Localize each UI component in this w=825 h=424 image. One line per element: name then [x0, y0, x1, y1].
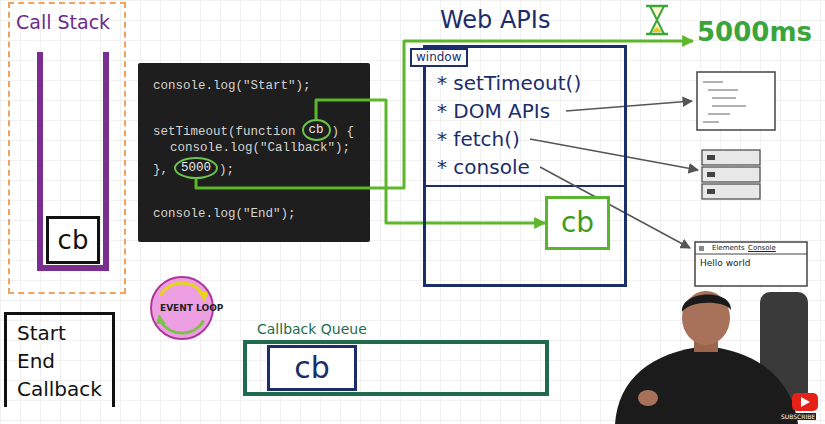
stack-frame-box: cb [46, 216, 100, 264]
tab-label: window [410, 48, 468, 67]
console-window-sketch [695, 242, 807, 286]
flow-arrow [196, 41, 693, 188]
subscribe-play [801, 397, 810, 407]
callback-label: cb [294, 351, 330, 385]
leader-line [530, 139, 698, 170]
queue-heading: Callback Queue [257, 320, 367, 338]
hourglass-icon [650, 6, 664, 34]
leader-line [566, 101, 692, 111]
code-text: ); [219, 163, 234, 177]
callback-label: cb [561, 207, 594, 239]
api-item: * fetch() [437, 126, 520, 152]
subscribe-caption: SUBSCRIBE [780, 413, 816, 420]
code-editor-ground [138, 63, 370, 242]
highlight-circle: 5000 [174, 157, 218, 179]
label-holder: Hello world [700, 258, 750, 268]
presenter-hand [638, 390, 658, 406]
code-text: console.log("Start"); [153, 79, 311, 93]
loop-disk [151, 277, 213, 339]
region-heading: Call Stack [16, 10, 110, 34]
console-icon [699, 246, 704, 251]
code-token: 5000 [181, 160, 211, 176]
api-item: * setTimeout() [437, 70, 581, 96]
loop-arrowhead [156, 314, 166, 324]
event-loop-circle: EVENT LOOP [150, 276, 214, 340]
dom-document-sketch [697, 72, 775, 130]
frame-label: cb [58, 225, 89, 255]
loop-arrow [160, 283, 203, 296]
subscribe-icon [792, 393, 818, 411]
label-holder: Elements [712, 244, 745, 252]
api-item: * DOM APIs [437, 98, 550, 124]
loop-label: EVENT LOOP [160, 303, 204, 314]
panel-divider [423, 185, 627, 187]
timer-value: 5000ms [697, 18, 812, 46]
panel-title: Web APIs [440, 6, 550, 34]
presenter-hair [682, 294, 731, 312]
hourglass-sand [652, 27, 662, 32]
code-text: setTimeout(function [153, 125, 296, 139]
leader-line [540, 167, 690, 248]
code-line: setTimeout(function cb ) { [153, 119, 354, 137]
stack-beaker [40, 52, 106, 268]
code-line: console.log("End"); [153, 203, 296, 221]
loop-arrowhead [198, 292, 208, 302]
callback-queue: Callback Queuecb [243, 340, 549, 396]
label-holder: Console [748, 244, 776, 252]
devtools-tab: Console [748, 244, 776, 252]
loop-arrow [160, 321, 203, 334]
code-line: }, 5000); [153, 157, 234, 175]
console-output: StartEndCallback [4, 312, 115, 407]
presenter-body [615, 346, 798, 424]
code-text: console.log("Callback"); [170, 141, 350, 155]
web-apis-box: Web APIswindow* setTimeout()* DOM APIs* … [423, 45, 627, 287]
call-stack-region: Call Stack cb [8, 2, 126, 294]
label-holder: SUBSCRIBE [780, 413, 816, 420]
timer-label: 5000ms [693, 16, 816, 48]
code-token: cb [309, 122, 324, 138]
api-item: * console [437, 154, 530, 180]
output-line: Start [17, 319, 66, 347]
output-line: End [17, 347, 55, 375]
highlight-circle: cb [302, 119, 331, 141]
queued-callback-box: cb [267, 345, 357, 391]
code-line: console.log("Start"); [153, 75, 311, 93]
devtools-tab: Elements [712, 244, 745, 252]
code-text: console.log("End"); [153, 207, 296, 221]
console-output-text: Hello world [700, 258, 750, 268]
callback-box: cb [545, 196, 610, 250]
console-tabbar [695, 254, 807, 255]
dom-scribble [703, 82, 746, 122]
server-lights [707, 155, 715, 194]
hourglass-caps [646, 6, 668, 34]
output-line: Callback [17, 375, 102, 403]
code-text: ) { [332, 125, 355, 139]
code-text: }, [153, 163, 168, 177]
code-block: console.log("Start"); setTimeout(function… [138, 63, 370, 242]
